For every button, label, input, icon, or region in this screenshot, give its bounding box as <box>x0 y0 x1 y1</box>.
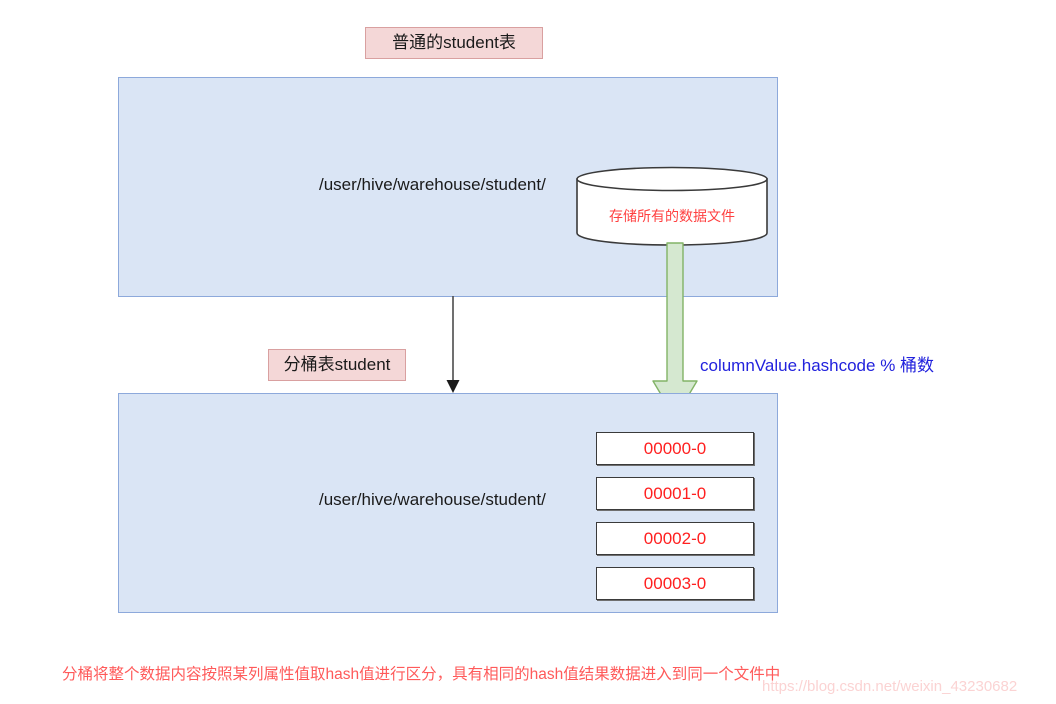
bucketed-table-path: /user/hive/warehouse/student/ <box>319 490 546 509</box>
bucket-file-box: 00002-0 <box>596 522 754 555</box>
watermark: https://blog.csdn.net/weixin_43230682 <box>762 678 1018 695</box>
diagram-caption: 分桶将整个数据内容按照某列属性值取hash值进行区分，具有相同的hash值结果数… <box>62 666 781 683</box>
database-cylinder-icon: 存储所有的数据文件 <box>576 166 768 246</box>
bucket-file-box: 00000-0 <box>596 432 754 465</box>
plain-table-path: /user/hive/warehouse/student/ <box>319 175 546 194</box>
down-arrow-icon <box>440 296 466 396</box>
label-plain-table: 普通的student表 <box>365 27 543 59</box>
label-bucketed-table: 分桶表student <box>268 349 406 381</box>
hash-formula-text: columnValue.hashcode % 桶数 <box>700 356 935 375</box>
bucket-file-box: 00003-0 <box>596 567 754 600</box>
bucket-file-box: 00001-0 <box>596 477 754 510</box>
